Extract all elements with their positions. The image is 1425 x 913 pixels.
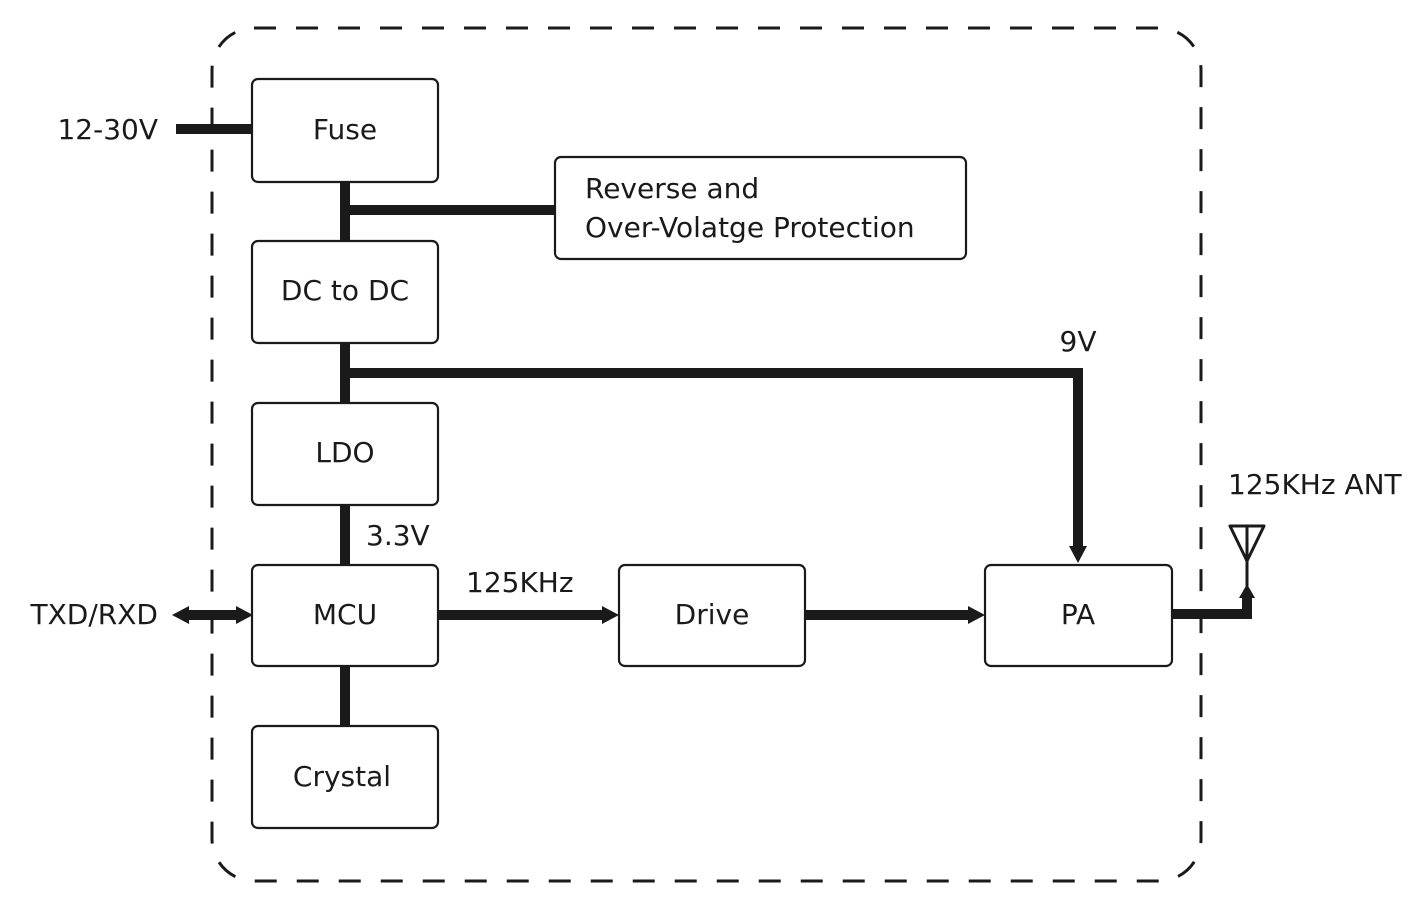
protection-block: Reverse and Over-Volatge Protection: [553, 155, 968, 261]
antenna-label: 125KHz ANT: [1228, 468, 1403, 501]
pa-arrowhead: [968, 606, 985, 624]
crystal-block: Crystal: [250, 724, 440, 830]
dcdc-label: DC to DC: [281, 274, 409, 307]
serial-label: TXD/RXD: [30, 598, 158, 631]
serial-left-arrowhead: [172, 606, 189, 624]
device-boundary: [210, 26, 1203, 883]
crystal-label: Crystal: [293, 760, 391, 793]
input-voltage-label: 12-30V: [57, 113, 158, 146]
dcdc-block: DC to DC: [250, 239, 440, 345]
fuse-label: Fuse: [313, 113, 377, 146]
protection-label-line1: Reverse and: [585, 172, 759, 205]
antenna-arrowhead: [1239, 584, 1255, 598]
mcu-block: MCU: [250, 563, 440, 668]
125khz-arrowhead: [602, 606, 619, 624]
9v-rail-wire: [345, 368, 1083, 548]
fuse-block: Fuse: [250, 77, 440, 184]
3v3-label: 3.3V: [366, 519, 430, 552]
pa-to-antenna-wire: [1172, 596, 1252, 619]
drive-label: Drive: [675, 598, 750, 631]
drive-block: Drive: [617, 563, 807, 668]
9v-arrowhead: [1069, 546, 1087, 563]
9v-label: 9V: [1060, 325, 1097, 358]
protection-label-line2: Over-Volatge Protection: [585, 211, 915, 244]
pa-label: PA: [1061, 598, 1095, 631]
125khz-label: 125KHz: [466, 566, 574, 599]
ldo-block: LDO: [250, 401, 440, 507]
mcu-label: MCU: [313, 598, 377, 631]
antenna-icon: [1228, 524, 1266, 586]
ldo-label: LDO: [315, 436, 374, 469]
serial-right-arrowhead: [236, 606, 253, 624]
pa-block: PA: [983, 563, 1174, 668]
